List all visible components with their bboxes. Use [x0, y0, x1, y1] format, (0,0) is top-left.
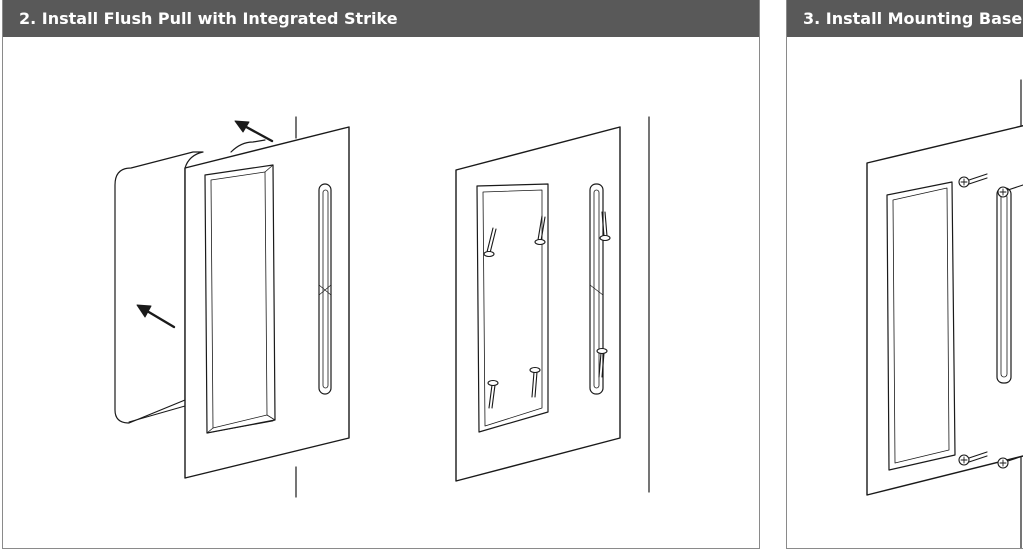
flush-pull-plate — [184, 126, 350, 479]
step-3-panel: 3. Install Mounting Base — [786, 0, 1023, 549]
mounting-base-plate — [866, 125, 1023, 496]
step-2-title: 2. Install Flush Pull with Integrated St… — [3, 0, 759, 37]
step-3-title: 3. Install Mounting Base — [787, 0, 1023, 37]
step-2-panel: 2. Install Flush Pull with Integrated St… — [2, 0, 760, 549]
screw-icon — [483, 211, 611, 409]
arrow-icon — [136, 120, 274, 329]
step-3-illustration — [866, 79, 1023, 548]
screw-icon — [958, 173, 1023, 469]
removed-strike-plate — [114, 139, 266, 424]
step-2-illustration — [114, 116, 650, 498]
installed-flush-pull-plate — [455, 126, 621, 482]
